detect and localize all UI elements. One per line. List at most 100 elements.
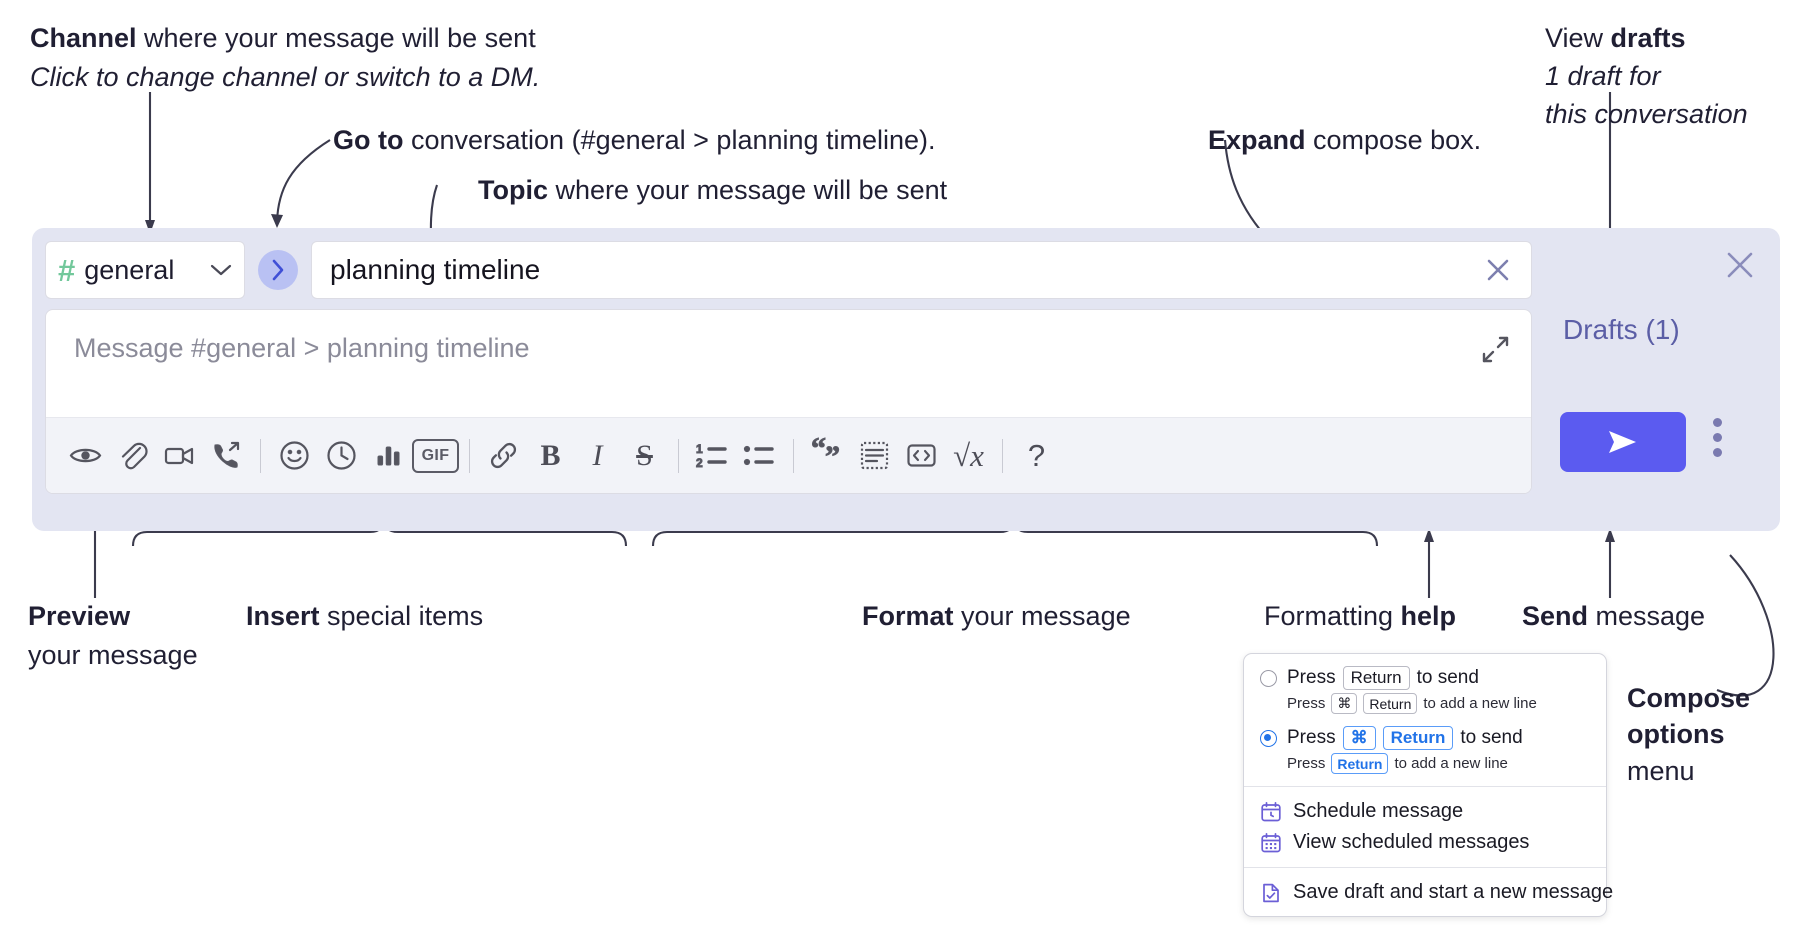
menu-item-label: View scheduled messages	[1293, 831, 1530, 853]
annotation-insert: Insert special items	[246, 600, 483, 634]
paperclip-icon[interactable]	[109, 432, 156, 479]
bold-icon[interactable]: B	[527, 432, 574, 479]
chevron-right-icon	[271, 259, 285, 281]
code-block-icon[interactable]	[851, 432, 898, 479]
bar-chart-icon[interactable]	[365, 432, 412, 479]
compose-panel: # general planning timeline Message #gen…	[32, 228, 1780, 531]
press-label-1b: Press	[1287, 695, 1326, 712]
svg-text:“: “	[811, 432, 826, 465]
to-send-label-2: to send	[1460, 727, 1523, 748]
annotation-format-bold: Format	[862, 601, 954, 631]
annotation-help: Formatting help	[1264, 600, 1456, 634]
menu-item-label: Schedule message	[1293, 800, 1464, 822]
press-label-2: Press	[1287, 727, 1336, 748]
video-camera-icon[interactable]	[156, 432, 203, 479]
phone-forward-icon[interactable]	[203, 432, 250, 479]
expand-diagonal-icon[interactable]	[1481, 335, 1511, 365]
toolbar-divider-4	[793, 438, 794, 473]
bold-label: B	[540, 438, 561, 472]
send-button[interactable]	[1560, 412, 1686, 472]
send-option-cmd-return[interactable]: Press ⌘ Return to send	[1244, 724, 1606, 752]
annotation-insert-bold: Insert	[246, 601, 320, 631]
smiley-icon[interactable]	[271, 432, 318, 479]
key-return-2: Return	[1382, 726, 1454, 750]
ordered-list-icon[interactable]: 1 2	[689, 432, 736, 479]
italic-icon[interactable]: I	[574, 432, 621, 479]
math-label: √x	[953, 437, 984, 473]
annotation-help-bold: help	[1400, 601, 1457, 631]
svg-text:2: 2	[696, 456, 703, 470]
topic-field[interactable]: planning timeline	[311, 241, 1532, 299]
annotation-preview-bold: Preview	[28, 601, 131, 631]
quote-icon[interactable]: “ ”	[804, 432, 851, 479]
annotation-compose-options: Compose options menu	[1627, 680, 1750, 789]
toolbar-divider-1	[260, 438, 261, 473]
menu-item-schedule-message[interactable]: Schedule message	[1244, 796, 1606, 827]
gif-label: GIF	[412, 438, 459, 473]
channel-selector[interactable]: # general	[45, 241, 245, 299]
annotation-send-bold: Send	[1522, 601, 1589, 631]
annotation-goto-bold: Go to	[333, 125, 404, 155]
message-input-box[interactable]: Message #general > planning timeline	[45, 309, 1532, 494]
press-label-2b: Press	[1287, 755, 1326, 772]
message-placeholder: Message #general > planning timeline	[74, 333, 530, 363]
close-icon[interactable]	[1723, 248, 1757, 282]
italic-label: I	[592, 438, 603, 472]
menu-item-view-scheduled-messages[interactable]: View scheduled messages	[1244, 827, 1606, 858]
key-cmd-1: ⌘	[1331, 693, 1358, 714]
menu-item-save-draft[interactable]: Save draft and start a new message	[1244, 877, 1613, 908]
annotation-channel-sub: Click to change channel or switch to a D…	[30, 61, 541, 92]
annotation-help-pre: Formatting	[1264, 601, 1401, 631]
annotation-drafts-sub2: this conversation	[1545, 98, 1748, 129]
code-icon[interactable]	[898, 432, 945, 479]
toolbar-divider-3	[678, 438, 679, 473]
radio-cmd-return[interactable]	[1260, 729, 1277, 747]
svg-text:1: 1	[696, 442, 703, 456]
kebab-dot-2	[1713, 433, 1722, 442]
eye-icon[interactable]	[62, 432, 109, 479]
annotation-topic-bold: Topic	[478, 175, 548, 205]
annotation-channel-bold: Channel	[30, 23, 137, 53]
strikethrough-icon[interactable]: S	[621, 432, 668, 479]
annotation-send: Send message	[1522, 600, 1705, 634]
math-icon[interactable]: √x	[945, 432, 992, 479]
annotation-expand: Expand compose box.	[1208, 124, 1481, 158]
question-mark-icon[interactable]: ?	[1013, 432, 1060, 479]
drafts-link[interactable]: Drafts (1)	[1563, 314, 1680, 345]
calendar-grid-icon	[1260, 832, 1282, 854]
goto-conversation-button[interactable]	[258, 250, 298, 290]
annotation-channel: Channel where your message will be sent …	[30, 22, 540, 95]
key-return-2b: Return	[1331, 753, 1389, 774]
annotation-compose-options-l3: menu	[1627, 755, 1695, 786]
strikethrough-label: S	[636, 438, 653, 472]
calendar-clock-icon	[1260, 801, 1282, 823]
chevron-down-icon	[210, 263, 232, 277]
bulleted-list-icon[interactable]	[736, 432, 783, 479]
key-return-1: Return	[1342, 666, 1410, 690]
annotation-drafts-sub1: 1 draft for	[1545, 60, 1661, 91]
menu-divider-2	[1244, 867, 1606, 868]
annotation-goto-rest: conversation (#general > planning timeli…	[403, 125, 936, 155]
clock-icon[interactable]	[318, 432, 365, 479]
hash-icon: #	[58, 252, 76, 288]
send-option-return-text: Press Return to send	[1287, 666, 1479, 690]
annotation-format: Format your message	[862, 600, 1131, 634]
kebab-dot-3	[1713, 448, 1722, 457]
annotation-insert-rest: special items	[319, 601, 484, 631]
gif-icon[interactable]: GIF	[412, 432, 459, 479]
annotation-preview: Preview your message	[28, 600, 198, 673]
send-option-return[interactable]: Press Return to send	[1244, 664, 1606, 692]
annotation-format-rest: your message	[953, 601, 1131, 631]
close-icon[interactable]	[1479, 251, 1517, 289]
annotation-compose-options-l2: options	[1627, 719, 1725, 750]
menu-divider-1	[1244, 786, 1606, 787]
compose-right-column: Drafts (1)	[1530, 228, 1780, 531]
radio-return[interactable]	[1260, 669, 1277, 687]
channel-name: general	[84, 254, 175, 285]
send-option-cmd-return-hint: Press Return to add a new line	[1244, 752, 1606, 777]
annotation-expand-rest: compose box.	[1305, 125, 1482, 155]
link-icon[interactable]	[480, 432, 527, 479]
annotation-goto: Go to conversation (#general > planning …	[333, 124, 936, 158]
annotation-send-rest: message	[1588, 601, 1706, 631]
kebab-menu-icon[interactable]	[1713, 418, 1722, 457]
